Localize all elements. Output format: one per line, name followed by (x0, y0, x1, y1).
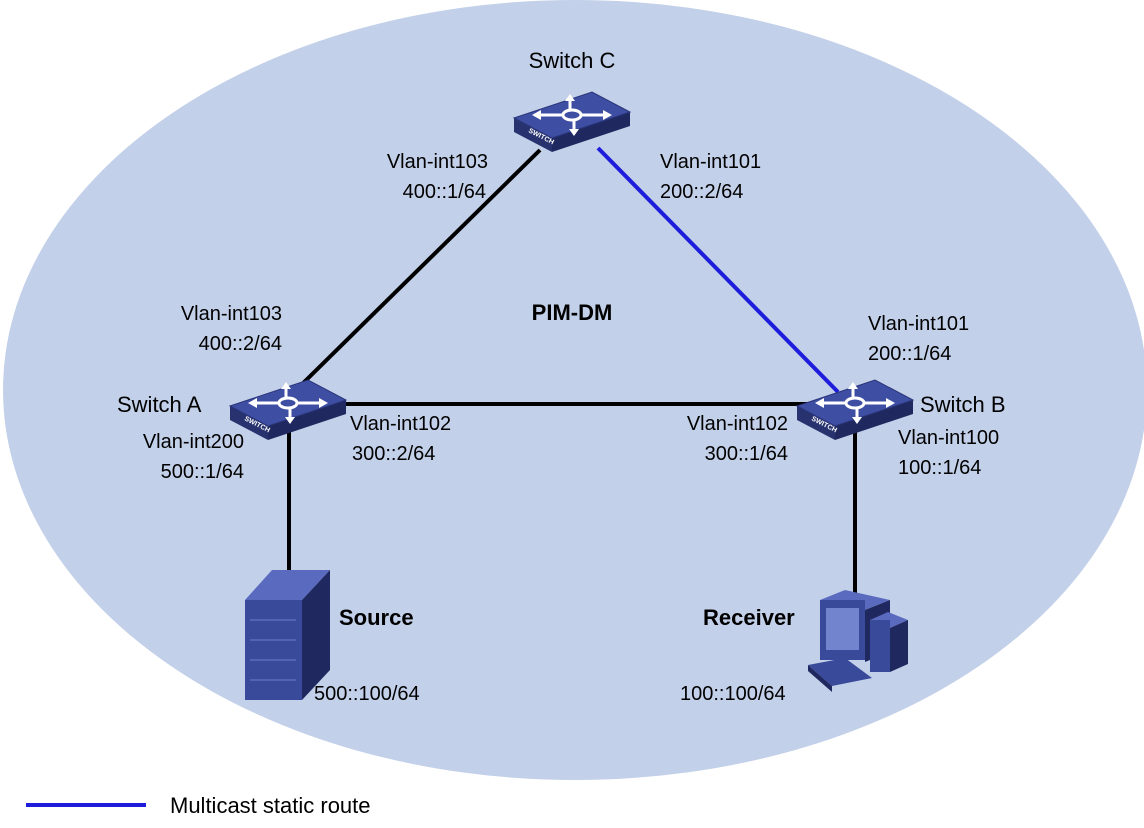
switch-a-label: Switch A (117, 392, 202, 417)
legend: Multicast static route (26, 793, 371, 818)
iface-b-rcv-name: Vlan-int100 (898, 427, 999, 449)
server-icon (245, 570, 330, 700)
switch-c[interactable]: SWITCH (512, 90, 632, 154)
iface-a-c-ip: 400::2/64 (199, 333, 282, 355)
iface-b-c-ip: 200::1/64 (868, 343, 951, 365)
legend-static-route-label: Multicast static route (170, 793, 371, 818)
iface-b-a-ip: 300::1/64 (705, 443, 788, 465)
receiver-ip: 100::100/64 (680, 683, 786, 705)
switch-c-label: Switch C (529, 48, 616, 73)
receiver-label: Receiver (703, 605, 795, 630)
iface-a-src-name: Vlan-int200 (143, 431, 244, 453)
source-label: Source (339, 605, 414, 630)
iface-c-a-name: Vlan-int103 (387, 151, 488, 173)
iface-a-src-ip: 500::1/64 (161, 461, 244, 483)
switch-b-label: Switch B (920, 392, 1006, 417)
iface-c-b-ip: 200::2/64 (660, 181, 743, 203)
pc-icon (808, 590, 908, 692)
receiver-pc[interactable] (808, 590, 908, 692)
iface-c-b-name: Vlan-int101 (660, 151, 761, 173)
switch-b[interactable]: SWITCH (795, 378, 915, 442)
iface-b-rcv-ip: 100::1/64 (898, 457, 981, 479)
iface-a-c-name: Vlan-int103 (181, 303, 282, 325)
source-ip: 500::100/64 (314, 683, 420, 705)
link-b-c-static-route (596, 146, 840, 394)
link-a-c (288, 148, 542, 398)
iface-a-b-ip: 300::2/64 (352, 443, 435, 465)
switch-a[interactable]: SWITCH (228, 378, 348, 442)
iface-b-c-name: Vlan-int101 (868, 313, 969, 335)
iface-c-a-ip: 400::1/64 (403, 181, 486, 203)
iface-a-b-name: Vlan-int102 (350, 413, 451, 435)
iface-b-a-name: Vlan-int102 (687, 413, 788, 435)
source-server[interactable] (245, 570, 330, 700)
protocol-label: PIM-DM (532, 300, 613, 325)
